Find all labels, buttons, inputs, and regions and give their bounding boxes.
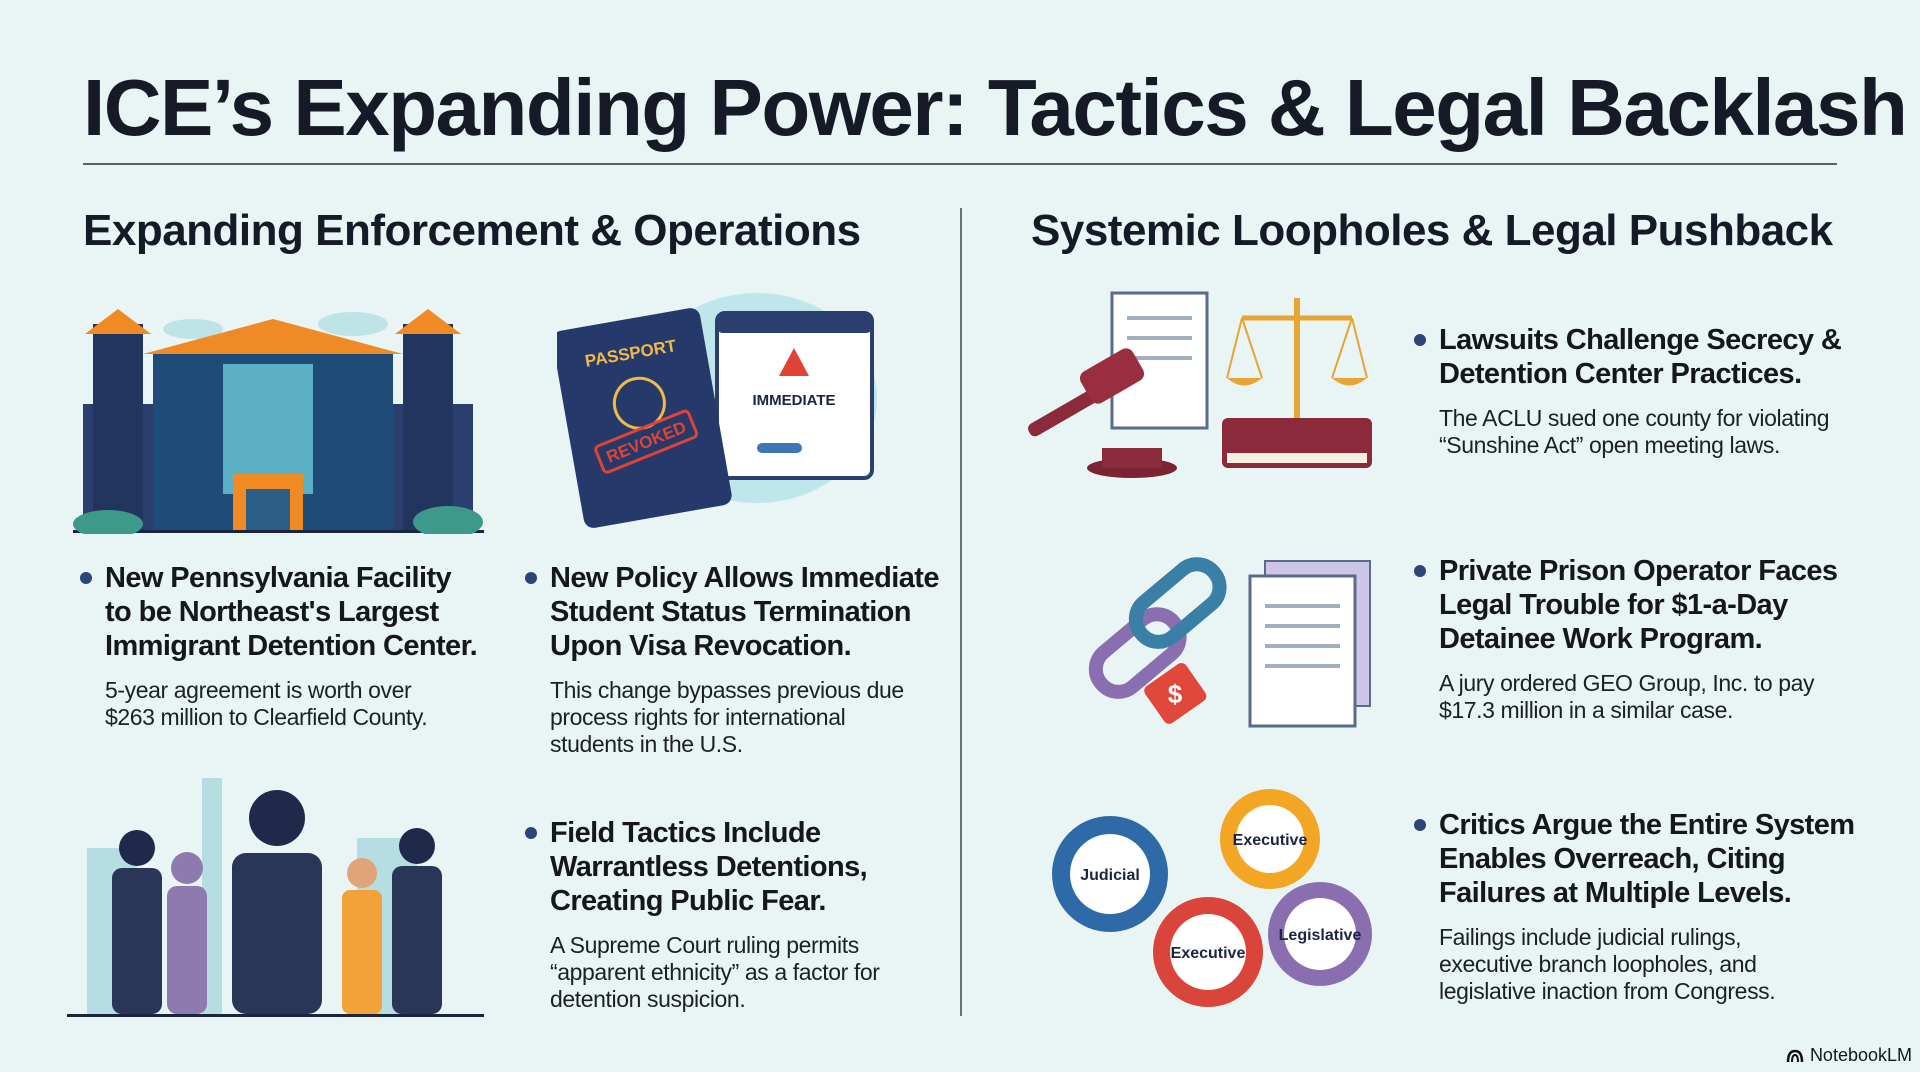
bullet-heading-line: Enables Overreach, Citing	[1439, 843, 1786, 875]
gear-label-executive-bottom: Executive	[1171, 945, 1246, 962]
immediate-label: IMMEDIATE	[752, 392, 835, 409]
bullet-body-line: $17.3 million in a similar case.	[1439, 697, 1733, 723]
bullet-body-line: executive branch loopholes, and	[1439, 951, 1757, 977]
bullet-dot	[80, 572, 92, 584]
bullet-body-line: “apparent ethnicity” as a factor for	[550, 959, 880, 985]
bullet-body-line: A Supreme Court ruling permits	[550, 932, 859, 958]
bullet-heading-line: Private Prison Operator Faces	[1439, 555, 1838, 587]
left-section-heading: Expanding Enforcement & Operations	[83, 206, 861, 255]
bullet-heading-line: Critics Argue the Entire System	[1439, 809, 1855, 841]
detention-facility-illustration	[73, 309, 484, 534]
bullet-heading-line: Field Tactics Include	[550, 817, 821, 849]
bullet-body-line: students in the U.S.	[550, 731, 743, 757]
bullet-heading-line: Creating Public Fear.	[550, 885, 826, 917]
bullet-body-line: Failings include judicial rulings,	[1439, 924, 1742, 950]
bullet-body-line: A jury ordered GEO Group, Inc. to pay	[1439, 670, 1815, 696]
bullet-heading-line: Legal Trouble for $1-a-Day	[1439, 589, 1788, 621]
bullet-heading-line: Warrantless Detentions,	[550, 851, 868, 883]
chain-price-tag-illustration: $	[1088, 557, 1371, 728]
notebooklm-label: NotebookLM	[1809, 1045, 1912, 1065]
bullet-body-line: detention suspicion.	[550, 986, 746, 1012]
bullet-body-line: process rights for international	[550, 704, 846, 730]
price-tag-label: $	[1168, 679, 1183, 709]
bullet-heading-line: New Policy Allows Immediate	[550, 562, 939, 594]
gear-label-executive-top: Executive	[1233, 832, 1308, 849]
bullet-body-line: $263 million to Clearfield County.	[105, 704, 428, 730]
bullet-heading-line: New Pennsylvania Facility	[105, 562, 452, 594]
gavel-scales-illustration	[1028, 291, 1372, 478]
bullet-heading-line: Detention Center Practices.	[1439, 358, 1802, 390]
bullet-heading-line: Failures at Multiple Levels.	[1439, 877, 1792, 909]
field-officers-illustration	[67, 778, 484, 1017]
government-gears-illustration: Judicial Executive Executive Legislative	[1052, 789, 1372, 1007]
bullet-heading-line: Student Status Termination	[550, 596, 911, 628]
notebooklm-watermark: NotebookLM	[1786, 1045, 1912, 1066]
bullet-heading-line: Lawsuits Challenge Secrecy &	[1439, 324, 1842, 356]
bullet-lawsuits: Lawsuits Challenge Secrecy &Detention Ce…	[1414, 323, 1842, 459]
bullet-dot	[1414, 565, 1426, 577]
gear-label-legislative: Legislative	[1279, 927, 1362, 944]
bullet-dot	[1414, 334, 1426, 346]
bullet-body-line: 5-year agreement is worth over	[105, 677, 412, 703]
bullet-body-line: The ACLU sued one county for violating	[1439, 405, 1830, 431]
page-title: ICE’s Expanding Power: Tactics & Legal B…	[83, 63, 1908, 152]
bullet-dot	[525, 572, 537, 584]
bullet-dot	[525, 827, 537, 839]
bullet-body-line: “Sunshine Act” open meeting laws.	[1439, 432, 1780, 458]
passport-revoked-illustration: IMMEDIATE PASSPORT REVOKED	[557, 293, 877, 528]
bullet-heading-line: Upon Visa Revocation.	[550, 630, 852, 662]
column-divider	[960, 208, 962, 1016]
bullet-heading-line: Immigrant Detention Center.	[105, 630, 478, 662]
bullet-body-line: legislative inaction from Congress.	[1439, 978, 1776, 1004]
bullet-body-line: This change bypasses previous due	[550, 677, 904, 703]
title-divider	[83, 163, 1837, 165]
bullet-heading-line: to be Northeast's Largest	[105, 596, 439, 628]
bullet-heading-line: Detainee Work Program.	[1439, 623, 1763, 655]
right-section-heading: Systemic Loopholes & Legal Pushback	[1031, 206, 1833, 255]
bullet-dot	[1414, 819, 1426, 831]
notebooklm-logo-icon	[1786, 1049, 1804, 1062]
gear-label-judicial: Judicial	[1080, 867, 1140, 884]
